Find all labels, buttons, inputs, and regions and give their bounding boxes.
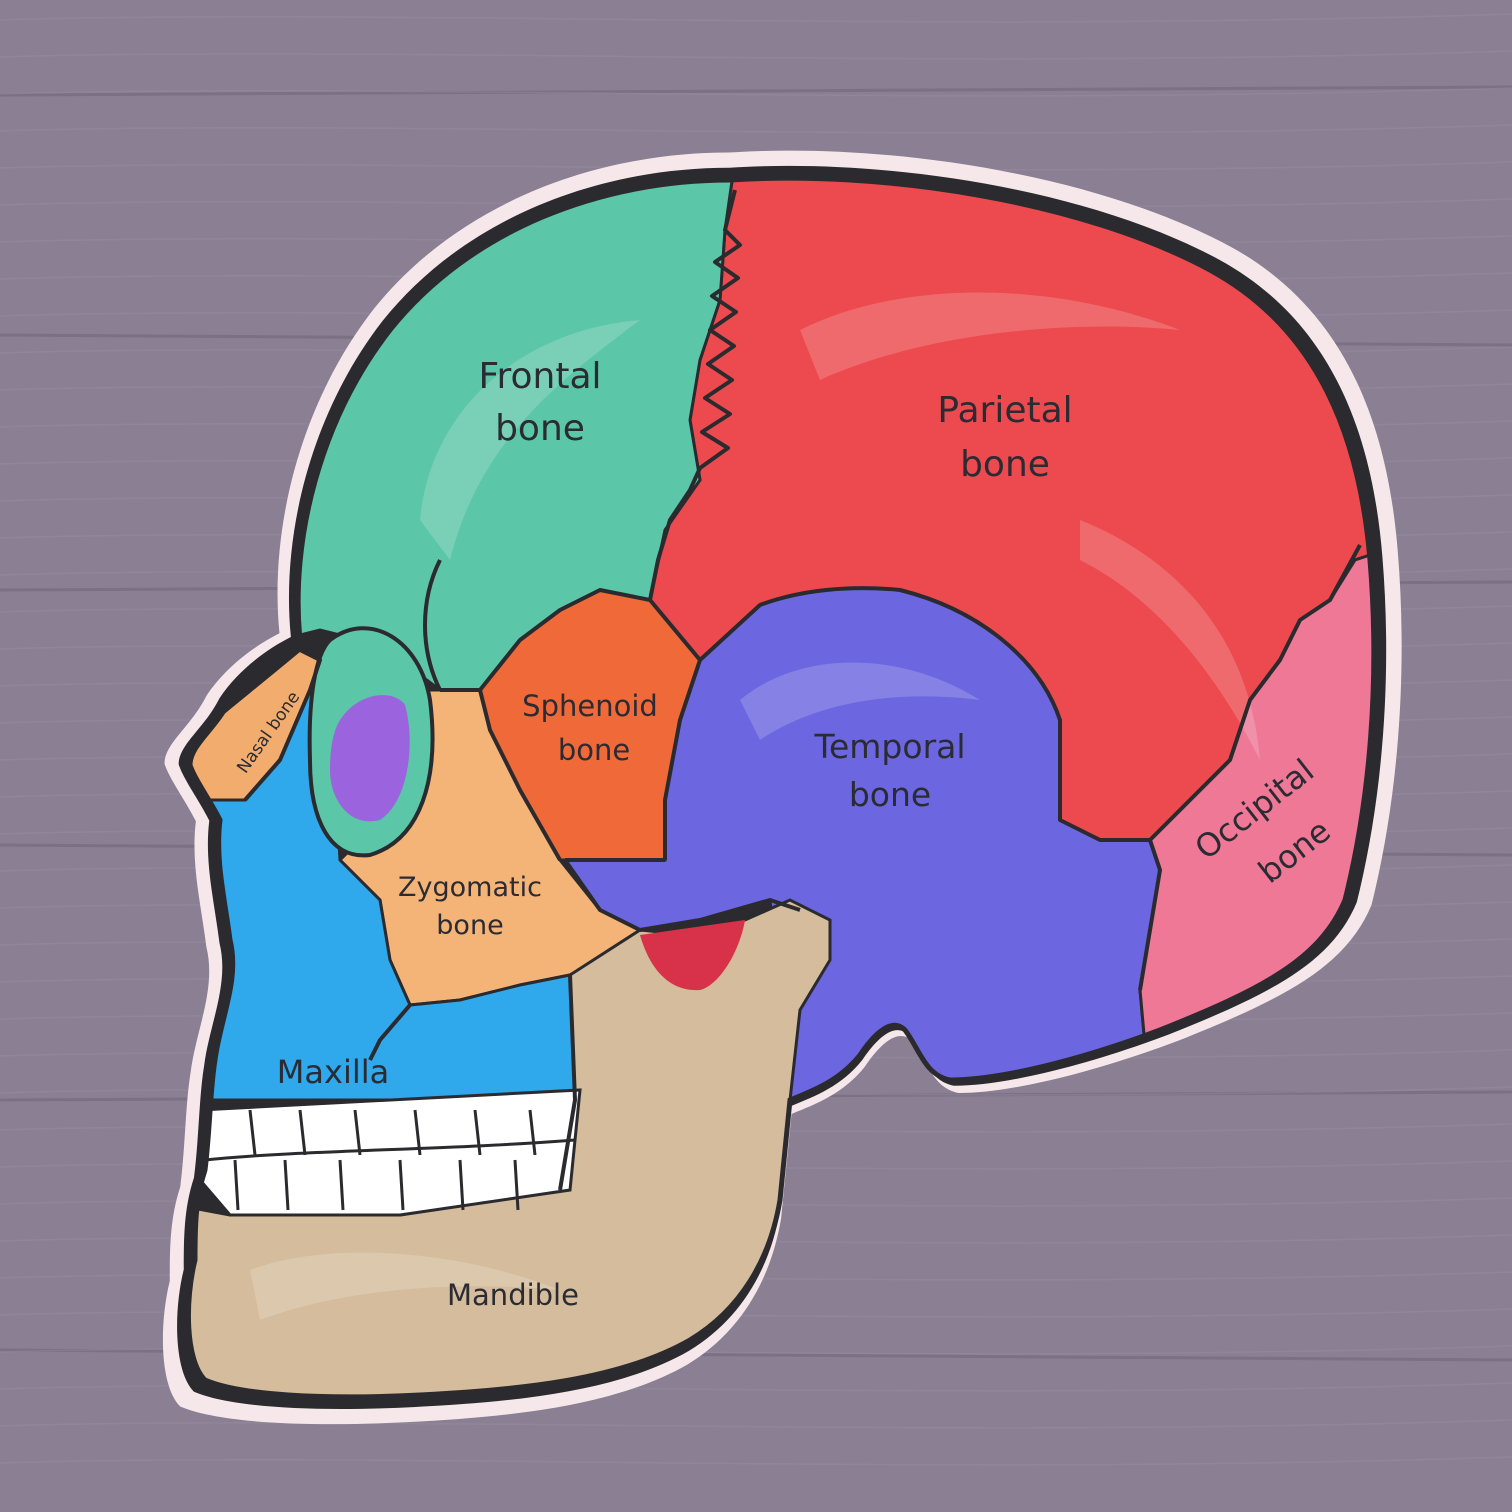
label-temporal-line1: Temporal bbox=[813, 727, 965, 766]
upper-tooth-gap bbox=[413, 1109, 422, 1156]
suture-lines bbox=[243, 189, 1362, 1191]
lower-tooth-gap bbox=[458, 1159, 465, 1211]
plank-seam bbox=[0, 85, 1512, 97]
wood-grain bbox=[0, 1419, 1512, 1429]
joint-socket bbox=[640, 920, 745, 991]
upper-tooth-gap bbox=[298, 1109, 307, 1156]
wood-grain bbox=[0, 1456, 1512, 1466]
eye-orbit bbox=[307, 626, 435, 858]
label-sphenoid-line1: Sphenoid bbox=[522, 689, 658, 723]
skull-outline bbox=[185, 175, 1377, 1400]
lower-tooth-gap bbox=[338, 1159, 345, 1211]
label-mandible: Mandible bbox=[447, 1278, 579, 1312]
label-maxilla: Maxilla bbox=[277, 1053, 389, 1091]
orbit-inner-fossa bbox=[330, 695, 410, 822]
label-frontal-line2: bone bbox=[495, 408, 585, 449]
wood-grain bbox=[0, 50, 1512, 60]
upper-tooth-gap bbox=[248, 1109, 257, 1156]
wood-grain bbox=[0, 124, 1512, 134]
bone-highlights bbox=[250, 292, 1260, 1320]
label-frontal-line1: Frontal bbox=[478, 356, 601, 397]
lower-tooth-gap bbox=[398, 1159, 405, 1211]
wood-grain bbox=[0, 13, 1512, 23]
label-parietal-line2: bone bbox=[960, 444, 1050, 485]
lower-tooth-gap bbox=[283, 1159, 290, 1211]
label-temporal-line2: bone bbox=[849, 775, 931, 814]
upper-tooth-gap bbox=[353, 1109, 362, 1156]
wood-grain bbox=[0, 87, 1512, 97]
label-zygomatic-line2: bone bbox=[436, 910, 503, 941]
label-parietal-line1: Parietal bbox=[937, 390, 1072, 431]
upper-tooth-gap bbox=[473, 1109, 482, 1156]
lower-tooth-gap bbox=[513, 1159, 520, 1211]
teeth-bite-line bbox=[204, 1138, 576, 1162]
teeth-separators bbox=[204, 1109, 576, 1211]
label-sphenoid-line2: bone bbox=[558, 733, 630, 767]
label-zygomatic-line1: Zygomatic bbox=[398, 872, 542, 903]
upper-tooth-gap bbox=[528, 1109, 537, 1156]
lower-tooth-gap bbox=[233, 1159, 240, 1211]
teeth-row bbox=[198, 1088, 582, 1217]
